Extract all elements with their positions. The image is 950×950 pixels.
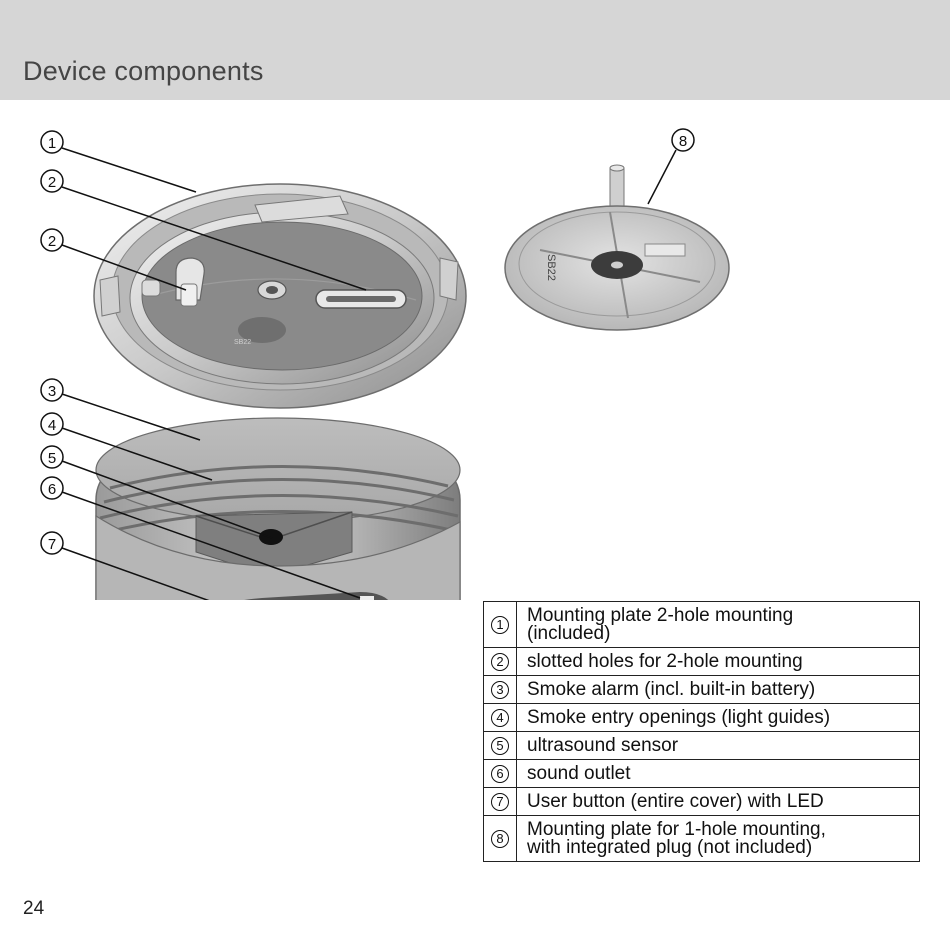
mounting-plate-2-hole: SB22 (93, 183, 467, 409)
legend-description-line: ultrasound sensor (527, 735, 679, 756)
callout-3: 3 (40, 378, 201, 441)
smoke-entry-openings (109, 465, 449, 490)
legend-row: 1 Mounting plate 2-hole mounting(included… (483, 601, 920, 648)
svg-text:3: 3 (48, 383, 56, 400)
legend-number: 1 (483, 601, 517, 648)
legend-number-circle: 5 (491, 737, 509, 755)
legend-number-circle: 3 (491, 681, 509, 699)
legend-number: 7 (483, 787, 517, 816)
legend-number-circle: 6 (491, 765, 509, 783)
legend-description-line: Smoke alarm (incl. built-in battery) (527, 679, 816, 700)
legend-description-line: sound outlet (527, 763, 631, 784)
legend-row: 7 User button (entire cover) with LED (483, 787, 920, 816)
legend-number: 4 (483, 703, 517, 732)
smoke-alarm-body (95, 417, 461, 600)
legend-description-line: (included) (527, 623, 611, 644)
callout-7: 7 (40, 531, 210, 600)
legend-description: User button (entire cover) with LED (516, 787, 920, 816)
legend-description: Mounting plate for 1-hole mounting,with … (516, 815, 920, 862)
callout-1: 1 (40, 130, 197, 193)
components-legend-table: 1 Mounting plate 2-hole mounting(included… (483, 601, 920, 862)
callout-8: 8 (647, 128, 695, 205)
legend-row: 6 sound outlet (483, 759, 920, 788)
legend-description-line: with integrated plug (not included) (527, 837, 813, 858)
legend-description: slotted holes for 2-hole mounting (516, 647, 920, 676)
legend-description: Smoke entry openings (light guides) (516, 703, 920, 732)
svg-text:8: 8 (679, 133, 687, 150)
legend-number: 6 (483, 759, 517, 788)
legend-description-line: slotted holes for 2-hole mounting (527, 651, 803, 672)
legend-number: 5 (483, 731, 517, 760)
svg-text:2: 2 (48, 233, 56, 250)
integrated-plug (609, 167, 625, 209)
small-plate-engraving: SB22 (545, 254, 557, 281)
legend-description: Smoke alarm (incl. built-in battery) (516, 675, 920, 704)
callout-6: 6 (40, 476, 361, 599)
callout-5: 5 (40, 445, 273, 539)
legend-row: 8 Mounting plate for 1-hole mounting,with… (483, 815, 920, 862)
legend-description-line: Mounting plate for 1-hole mounting, (527, 819, 826, 840)
legend-row: 2 slotted holes for 2-hole mounting (483, 647, 920, 676)
legend-row: 4 Smoke entry openings (light guides) (483, 703, 920, 732)
mounting-plate-1-hole: SB22 (504, 164, 730, 331)
svg-text:1: 1 (48, 135, 56, 152)
legend-description: sound outlet (516, 759, 920, 788)
svg-text:5: 5 (48, 450, 56, 467)
page-number: 24 (23, 898, 45, 919)
svg-text:4: 4 (48, 417, 56, 434)
legend-description-line: User button (entire cover) with LED (527, 791, 824, 812)
header-bar: Device components (0, 0, 950, 100)
legend-number-circle: 4 (491, 709, 509, 727)
callout-4: 4 (40, 412, 213, 481)
legend-number: 8 (483, 815, 517, 862)
legend-number: 3 (483, 675, 517, 704)
legend-number-circle: 8 (491, 830, 509, 848)
svg-text:2: 2 (48, 174, 56, 191)
legend-number: 2 (483, 647, 517, 676)
legend-description: Mounting plate 2-hole mounting(included) (516, 601, 920, 648)
user-button-led (244, 592, 388, 600)
legend-description-line: Smoke entry openings (light guides) (527, 707, 831, 728)
sound-outlet (360, 596, 374, 600)
legend-row: 5 ultrasound sensor (483, 731, 920, 760)
svg-text:6: 6 (48, 481, 56, 498)
callout-2a: 2 (40, 169, 367, 291)
legend-number-circle: 2 (491, 653, 509, 671)
plate-engraving: SB22 (234, 339, 251, 346)
legend-description: ultrasound sensor (516, 731, 920, 760)
device-illustration: SB22 SB22 (40, 128, 730, 600)
page-title: Device components (23, 56, 264, 86)
legend-description-line: Mounting plate 2-hole mounting (527, 605, 794, 626)
legend-number-circle: 1 (491, 616, 509, 634)
legend-row: 3 Smoke alarm (incl. built-in battery) (483, 675, 920, 704)
legend-number-circle: 7 (491, 793, 509, 811)
callout-2b: 2 (40, 228, 187, 291)
svg-text:7: 7 (48, 536, 56, 553)
